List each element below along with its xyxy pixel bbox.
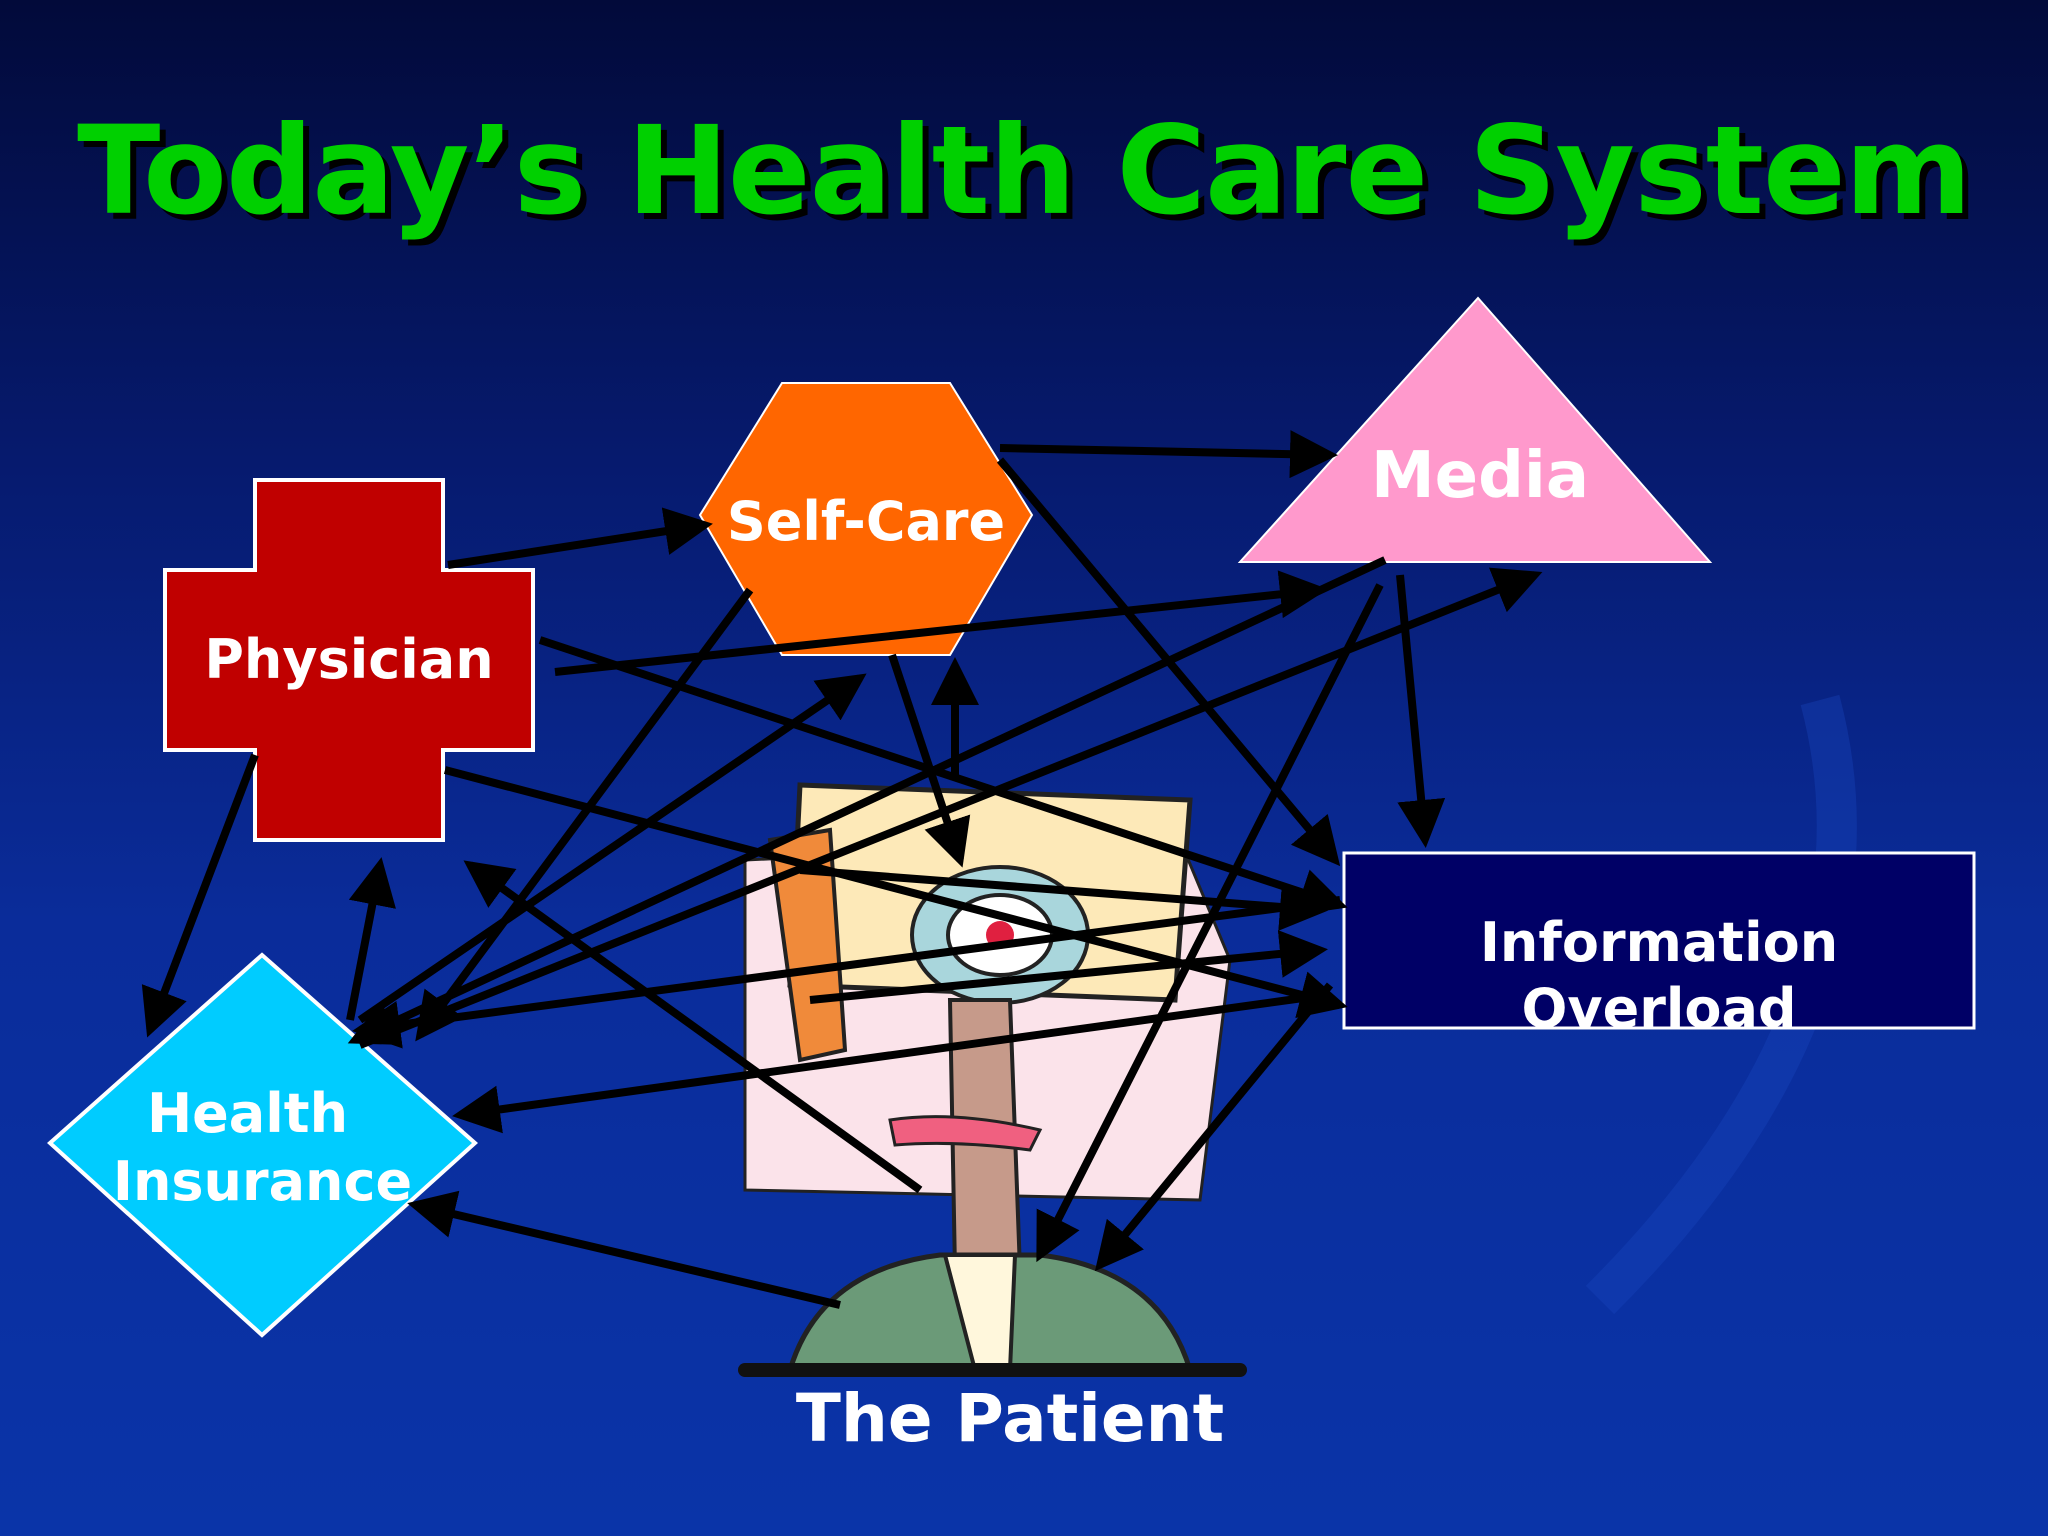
arrow <box>352 896 1341 1049</box>
health-insurance-line2: Insurance <box>112 1150 413 1213</box>
arrow <box>452 991 1326 1134</box>
health-insurance-diamond-shape <box>47 952 479 1338</box>
health-insurance-line1: Health <box>146 1082 349 1145</box>
info-overload-box-shape <box>1342 851 1976 1030</box>
arrow <box>999 430 1338 479</box>
arrow <box>1396 574 1446 848</box>
slide-title: Today’s Health Care System <box>77 100 1972 242</box>
arrow <box>141 753 259 1038</box>
info-overload-label: Information Overload <box>1344 910 1974 1042</box>
arrow <box>809 930 1328 1004</box>
arrow <box>407 1190 841 1309</box>
health-insurance-label: Health Insurance <box>80 1080 445 1216</box>
arrow <box>357 673 867 1024</box>
patient-label: The Patient <box>795 1380 1225 1457</box>
arrow <box>554 570 1328 676</box>
arrow <box>447 507 713 569</box>
arrow <box>799 866 1328 931</box>
media-triangle-shape <box>1237 296 1713 563</box>
arrows-group <box>141 430 1543 1309</box>
media-label: Media <box>1370 439 1590 513</box>
arrow <box>415 587 754 1042</box>
info-overload-line1: Information <box>1479 911 1839 974</box>
arrow <box>1094 982 1334 1272</box>
arrow <box>538 636 1348 916</box>
self-care-label: Self-Care <box>726 490 1006 553</box>
physician-cross-shape <box>163 478 535 842</box>
arrow <box>347 556 1387 1045</box>
patient-illustration <box>738 782 1247 1377</box>
physician-label: Physician <box>204 628 494 691</box>
info-overload-line2: Overload <box>1521 977 1797 1040</box>
arrow <box>346 857 396 1021</box>
arrow <box>463 860 923 1194</box>
arrow <box>358 567 1543 1049</box>
arrow <box>888 653 971 868</box>
